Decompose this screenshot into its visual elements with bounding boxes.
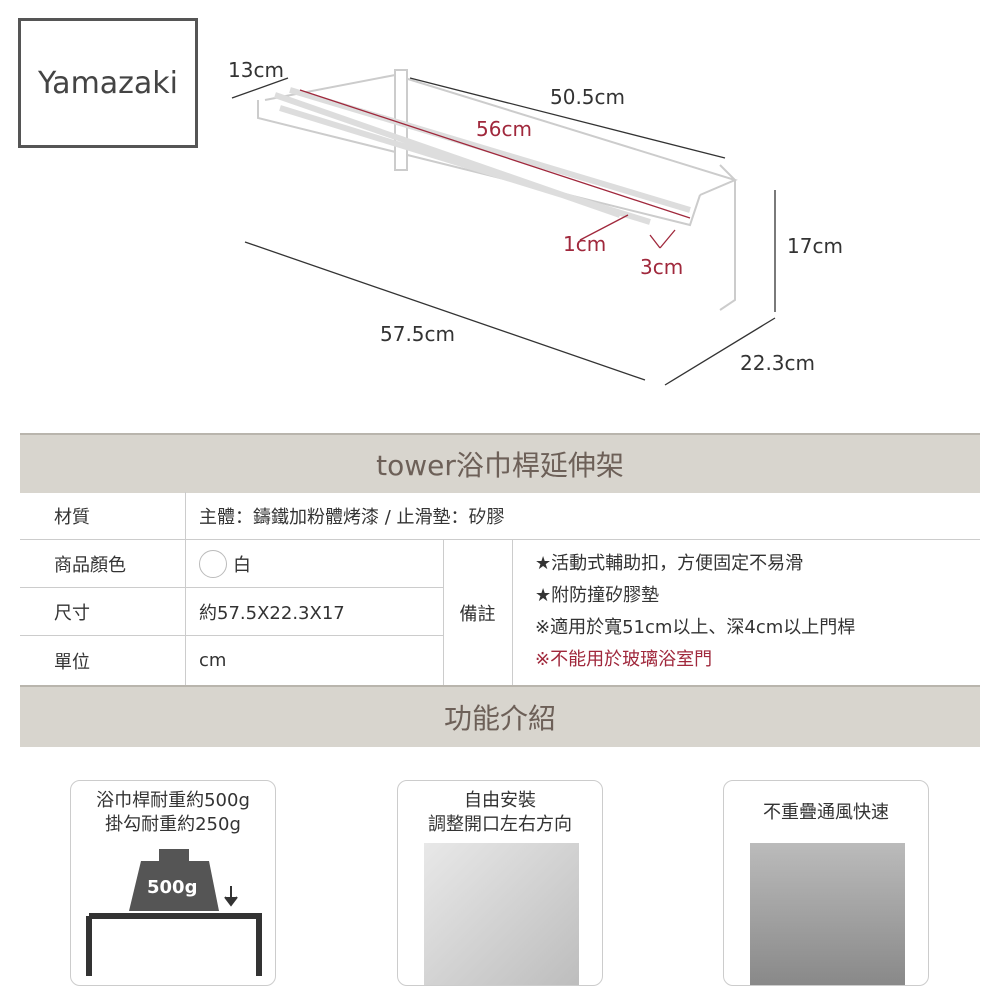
dim-bar-length: 56cm bbox=[476, 117, 532, 141]
dim-gap2: 3cm bbox=[640, 255, 684, 279]
dim-total-length: 57.5cm bbox=[380, 322, 456, 346]
dim-depth: 22.3cm bbox=[740, 351, 816, 375]
note: ★活動式輔助扣，方便固定不易滑 bbox=[535, 553, 804, 574]
note: ※適用於寬51cm以上、深4cm以上門桿 bbox=[535, 617, 856, 638]
note-warning: ※不能用於玻璃浴室門 bbox=[535, 649, 713, 670]
towel-photo bbox=[750, 843, 905, 985]
feature-card-weight: 浴巾桿耐重約500g 掛勾耐重約250g 500g bbox=[70, 780, 276, 986]
weight-label: 500g bbox=[147, 877, 198, 898]
row-value: 約57.5X22.3X17 bbox=[185, 588, 443, 636]
dim-gap1: 1cm bbox=[563, 232, 607, 256]
row-label: 單位 bbox=[54, 651, 90, 673]
note: ★附防撞矽膠墊 bbox=[535, 585, 660, 606]
dimension-lines bbox=[231, 77, 776, 386]
brand-name: Yamazaki bbox=[37, 65, 179, 101]
product-diagram bbox=[231, 69, 776, 386]
feature-text: 不重疊通風快速 bbox=[763, 802, 889, 823]
install-photo bbox=[424, 843, 579, 985]
color-value: 白 bbox=[185, 540, 443, 588]
weight-illustration bbox=[86, 849, 262, 976]
feature-card-ventilation: 不重疊通風快速 bbox=[723, 780, 929, 986]
dim-top-depth: 13cm bbox=[228, 58, 284, 82]
rack-outline bbox=[264, 73, 738, 196]
spec-title: tower浴巾桿延伸架 bbox=[20, 433, 980, 493]
row-value: 主體：鑄鐵加粉體烤漆 / 止滑墊：矽膠 bbox=[185, 492, 980, 540]
feature-text: 掛勾耐重約250g bbox=[105, 814, 241, 835]
feature-card-install: 自由安裝調整開口左右方向 bbox=[397, 780, 603, 986]
feature-text: 浴巾桿耐重約500g bbox=[96, 790, 250, 811]
color-swatch bbox=[199, 549, 227, 578]
feature-text: 調整開口左右方向 bbox=[428, 814, 572, 835]
row-value: cm bbox=[199, 650, 227, 671]
brand-logo: Yamazaki bbox=[18, 18, 198, 148]
color-label: 白 bbox=[233, 554, 251, 576]
row-label: 尺寸 bbox=[20, 588, 185, 636]
row-label: 商品顏色 bbox=[20, 540, 185, 588]
row-label: 材質 bbox=[20, 492, 185, 540]
rack-front bbox=[257, 100, 701, 227]
dim-length: 50.5cm bbox=[550, 85, 626, 109]
dim-height: 17cm bbox=[787, 234, 843, 258]
rack-bracket bbox=[719, 164, 736, 311]
notes-label: 備註 bbox=[459, 603, 496, 625]
notes-list: ★活動式輔助扣，方便固定不易滑 ★附防撞矽膠墊 ※適用於寬51cm以上、深4cm… bbox=[535, 548, 855, 676]
feature-text: 自由安裝 bbox=[464, 790, 536, 811]
features-title: 功能介紹 bbox=[20, 685, 980, 747]
